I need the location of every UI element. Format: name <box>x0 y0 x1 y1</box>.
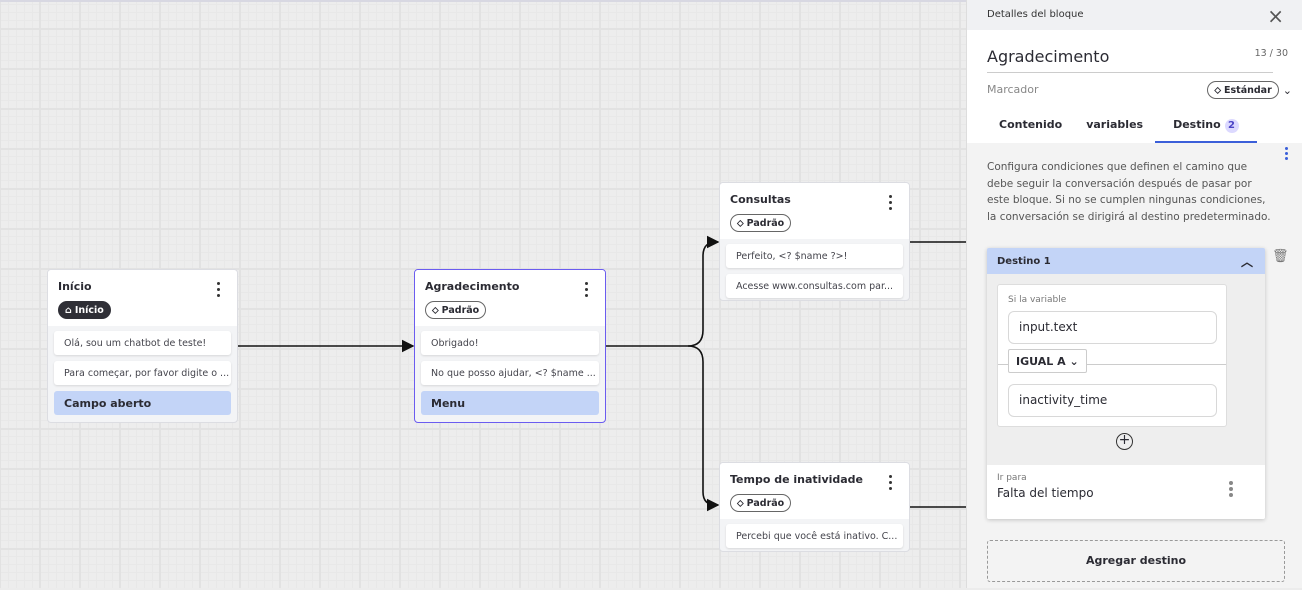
node-inicio[interactable]: Início ⌂Início Olá, sou um chatbot de te… <box>47 269 238 423</box>
trash-icon[interactable]: 🗑 <box>1272 249 1289 264</box>
marker-tag: ⬦Padrão <box>425 301 487 319</box>
chevron-down-icon: ⌄ <box>1069 355 1079 368</box>
char-count: 13 / 30 <box>1254 48 1288 59</box>
destination-description: Configura condiciones que definen el cam… <box>987 161 1271 223</box>
more-icon[interactable] <box>217 282 221 300</box>
chevron-up-icon[interactable]: ︿ <box>1240 255 1253 269</box>
more-icon[interactable] <box>1229 481 1233 497</box>
message-item[interactable]: No que posso ajudar, <? $name ... <box>421 361 599 385</box>
node-tempo-inatividade[interactable]: Tempo de inatividade ⬦Padrão Percebi que… <box>719 462 910 552</box>
message-item[interactable]: Percebi que você está inativo. C... <box>726 524 903 548</box>
chevron-down-icon: ⌄ <box>1282 83 1292 97</box>
tag-label: Padrão <box>746 217 785 229</box>
tag-label: Início <box>74 304 104 316</box>
more-icon[interactable] <box>1285 147 1288 160</box>
message-item[interactable]: Olá, sou um chatbot de teste! <box>54 331 231 355</box>
more-icon[interactable] <box>585 282 589 300</box>
option-item[interactable]: Menu <box>421 391 599 415</box>
operator-select[interactable]: IGUAL A ⌄ <box>1008 349 1087 373</box>
goto-value: Falta del tiempo <box>997 486 1094 500</box>
option-item[interactable]: Campo aberto <box>54 391 231 415</box>
message-item[interactable]: Obrigado! <box>421 331 599 355</box>
message-item[interactable]: Perfeito, <? $name ?>! <box>726 244 903 268</box>
edge-agradecimento-consultas <box>606 235 720 347</box>
node-consultas[interactable]: Consultas ⬦Padrão Perfeito, <? $name ?>!… <box>719 182 910 301</box>
home-icon: ⌂ <box>65 304 72 316</box>
close-icon[interactable]: × <box>1267 4 1284 28</box>
tab-destino[interactable]: Destino 2 <box>1155 118 1257 143</box>
flow-canvas[interactable]: Início ⌂Início Olá, sou um chatbot de te… <box>0 0 966 588</box>
tag-icon: ⬦ <box>737 217 744 229</box>
more-icon[interactable] <box>889 475 893 493</box>
marker-tag: ⬦Padrão <box>730 494 792 512</box>
variable-label: Si la variable <box>1008 295 1067 305</box>
count-badge: 2 <box>1224 119 1239 133</box>
tag-icon: ⬦ <box>432 304 439 316</box>
add-destination-button[interactable]: Agregar destino <box>987 540 1285 582</box>
message-item[interactable]: Acesse www.consultas.com par... <box>726 274 903 298</box>
marker-value: Estándar <box>1224 84 1272 96</box>
condition-box: Si la variable input.text IGUAL A ⌄ inac… <box>997 284 1227 427</box>
tab-label: Contenido <box>999 118 1063 131</box>
tab-variables[interactable]: variables <box>1074 118 1155 143</box>
block-name-input[interactable]: Agradecimento <box>987 47 1273 73</box>
goto-section[interactable]: Ir para Falta del tiempo <box>987 465 1265 519</box>
more-icon[interactable] <box>889 195 893 213</box>
tab-label: Destino <box>1173 118 1221 131</box>
marker-label: Marcador <box>987 83 1039 96</box>
tab-label: variables <box>1086 118 1144 131</box>
tag-label: Padrão <box>441 304 480 316</box>
tag-label: Padrão <box>746 497 785 509</box>
tag-icon: ⬦ <box>737 497 744 509</box>
message-item[interactable]: Para começar, por favor digite o ... <box>54 361 231 385</box>
marker-select[interactable]: ⬦Estándar ⌄ <box>1207 81 1292 99</box>
destination-title: Destino 1 <box>997 256 1051 267</box>
panel-title: Detalles del bloque <box>987 9 1084 20</box>
add-condition-icon[interactable]: + <box>1116 433 1133 450</box>
start-tag: ⌂Início <box>58 301 111 319</box>
value-input[interactable]: inactivity_time <box>1008 384 1217 417</box>
edge-agradecimento-tempo <box>687 345 720 512</box>
node-title: Início <box>58 280 92 293</box>
marker-tag: ⬦Padrão <box>730 214 792 232</box>
variable-input[interactable]: input.text <box>1008 311 1217 344</box>
goto-label: Ir para <box>997 473 1027 483</box>
tab-contenido[interactable]: Contenido <box>987 118 1074 143</box>
node-title: Agradecimento <box>425 280 520 293</box>
destination-card: Destino 1 ︿ Si la variable input.text IGU… <box>987 248 1265 519</box>
block-details-panel: Detalles del bloque × Agradecimento 13 / … <box>966 0 1302 588</box>
operator-value: IGUAL A <box>1016 355 1066 368</box>
edges <box>238 235 966 512</box>
node-title: Consultas <box>730 193 791 206</box>
tag-icon: ⬦ <box>1214 84 1222 96</box>
node-title: Tempo de inatividade <box>730 473 864 486</box>
node-agradecimento[interactable]: Agradecimento ⬦Padrão Obrigado! No que po… <box>414 269 606 423</box>
